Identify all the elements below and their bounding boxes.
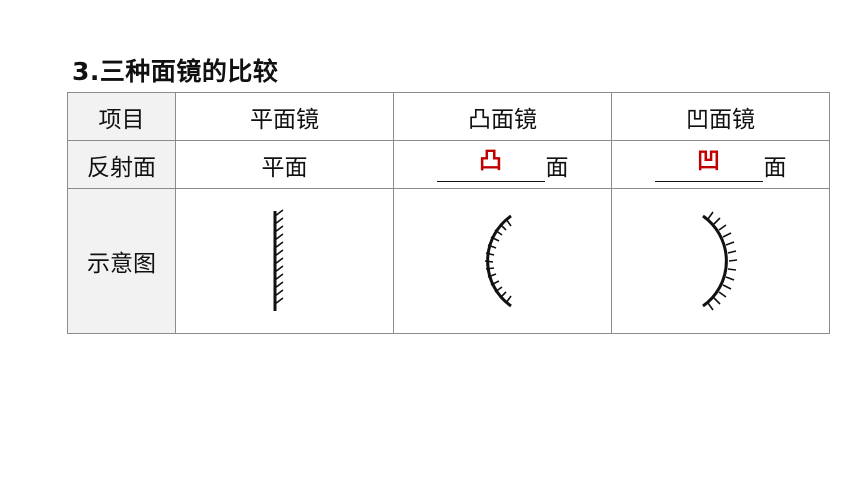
- convex-mirror-diagram: [484, 214, 512, 308]
- header-concave-mirror: 凹面镜: [611, 92, 830, 141]
- concave-suffix: 面: [763, 154, 787, 181]
- plane-mirror-diagram-cell: [175, 188, 394, 334]
- concave-mirror-diagram-cell: [611, 188, 830, 334]
- table-row-surface: 反射面 平面 凸 面 凹 面: [67, 140, 830, 189]
- convex-mirror-diagram-cell: [393, 188, 612, 334]
- concave-fill-blank: 凹 面: [654, 148, 787, 182]
- header-plane-mirror: 平面镜: [175, 92, 394, 141]
- concave-blank-line: 凹: [654, 148, 763, 182]
- table-row-diagram: 示意图: [67, 188, 830, 334]
- table-header-row: 项目 平面镜 凸面镜 凹面镜: [67, 92, 830, 141]
- convex-fill-blank: 凸 面: [436, 148, 569, 182]
- convex-blank-line: 凸: [436, 148, 545, 182]
- plane-mirror-diagram: [273, 209, 283, 311]
- plane-surface-value: 平面: [175, 140, 394, 189]
- header-convex-mirror: 凸面镜: [393, 92, 612, 141]
- header-item: 项目: [67, 92, 176, 141]
- convex-surface-cell: 凸 面: [393, 140, 612, 189]
- convex-suffix: 面: [545, 154, 569, 181]
- convex-answer: 凸: [479, 147, 502, 174]
- mirror-comparison-table: 项目 平面镜 凸面镜 凹面镜 反射面 平面 凸 面 凹 面 示意图: [67, 92, 830, 334]
- page-title: 3.三种面镜的比较: [72, 57, 279, 86]
- row-label-surface: 反射面: [67, 140, 176, 189]
- row-label-diagram: 示意图: [67, 188, 176, 334]
- concave-mirror-diagram: [701, 211, 737, 311]
- concave-surface-cell: 凹 面: [611, 140, 830, 189]
- concave-answer: 凹: [697, 147, 720, 174]
